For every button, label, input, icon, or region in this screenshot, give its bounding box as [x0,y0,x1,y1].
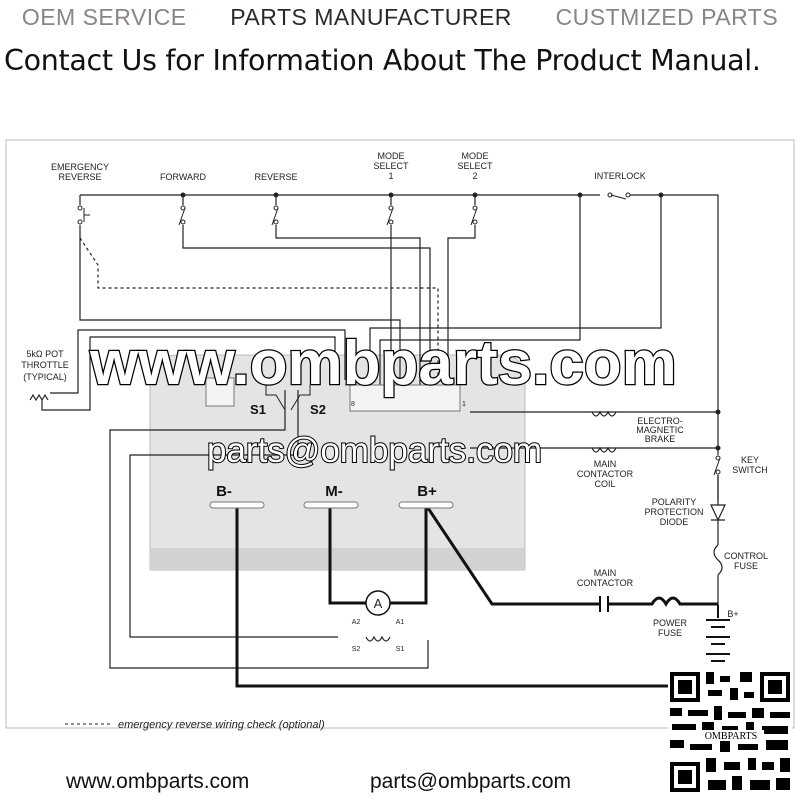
label-main-contactor-b: CONTACTOR [577,578,634,588]
label-field-s1: S1 [396,646,405,653]
emergency-reverse-check-wire [79,237,439,395]
label-brake: ELECTRO- [637,416,683,426]
label-throttle: 5kΩ POT [26,349,64,359]
qr-logo-text: OMBPARTS [705,731,757,742]
legend-text: emergency reverse wiring check (optional… [118,719,325,731]
label-emergency-reverse: EMERGENCY [51,162,109,172]
label-reverse: REVERSE [254,172,297,182]
terminal-b-plus: B+ [417,483,437,500]
label-forward: FORWARD [160,172,206,182]
label-mode-select-1-c: 1 [388,171,393,181]
label-field-s2: S2 [352,646,361,653]
component-labels: EMERGENCY REVERSE FORWARD REVERSE MODE S… [21,151,768,653]
connector-pin-1: 1 [462,401,466,408]
footer-url[interactable]: www.ombparts.com [66,770,250,793]
label-throttle-c: (TYPICAL) [23,372,67,382]
switch-symbols [77,190,723,476]
contact-heading: Contact Us for Information About The Pro… [4,44,761,77]
motor-label: A [374,596,383,611]
label-control-fuse: CONTROL [724,551,768,561]
watermark-email: parts@ombparts.com [207,431,542,470]
terminal-m-minus: M- [325,483,343,500]
label-brake-b: MAGNETIC [636,425,684,435]
header-banner: OEM SERVICE PARTS MANUFACTURER CUSTMIZED… [0,4,800,31]
diagram-frame [5,139,795,729]
header-parts-manufacturer: PARTS MANUFACTURER [230,4,512,30]
label-diode-c: DIODE [660,517,689,527]
label-mode-select-2: MODE [462,151,489,161]
controller-s2: S2 [310,402,326,417]
coil-symbols [29,393,617,642]
label-battery-plus: B+ [727,609,738,619]
label-power-fuse-b: FUSE [658,628,682,638]
label-interlock: INTERLOCK [594,171,646,181]
controller-base [150,548,525,570]
label-throttle-b: THROTTLE [21,360,69,370]
key-supply-branch [710,475,726,605]
label-key-switch-b: SWITCH [732,465,768,475]
label-mode-select-1: MODE [378,151,405,161]
label-brake-c: BRAKE [645,434,676,444]
supply-gap [713,500,723,615]
terminal-b-minus: B- [216,483,232,500]
label-main-contactor: MAIN [594,568,617,578]
controller-terminals [205,377,461,509]
label-power-fuse: POWER [653,618,688,628]
label-coil-c: COIL [594,479,615,489]
label-a2: A2 [352,619,361,626]
label-mode-select-2-b: SELECT [457,161,493,171]
header-customized-parts: CUSTMIZED PARTS [555,4,779,30]
label-coil-b: CONTACTOR [577,469,634,479]
label-diode-b: PROTECTION [644,507,703,517]
field-connector [265,385,311,411]
throttle-pot-icon [29,393,49,402]
controller-s1: S1 [250,402,266,417]
watermark-url: www.ombparts.com [89,329,677,398]
label-mode-select-2-c: 2 [472,171,477,181]
motor-armature-icon [365,590,391,616]
label-coil: MAIN [594,459,617,469]
label-emergency-reverse-2: REVERSE [58,172,101,182]
battery-icon [706,605,730,662]
label-mode-select-1-b: SELECT [373,161,409,171]
label-diode: POLARITY [652,497,697,507]
label-a1: A1 [396,619,405,626]
label-control-fuse-b: FUSE [734,561,758,571]
header-oem-service: OEM SERVICE [21,4,187,30]
label-key-switch: KEY [741,455,759,465]
qr-code: OMBPARTS [668,670,792,794]
connector-pin-8: 8 [351,401,355,408]
main-contactor-symbol [599,596,609,612]
footer-email[interactable]: parts@ombparts.com [370,770,572,793]
power-wiring [235,504,718,688]
